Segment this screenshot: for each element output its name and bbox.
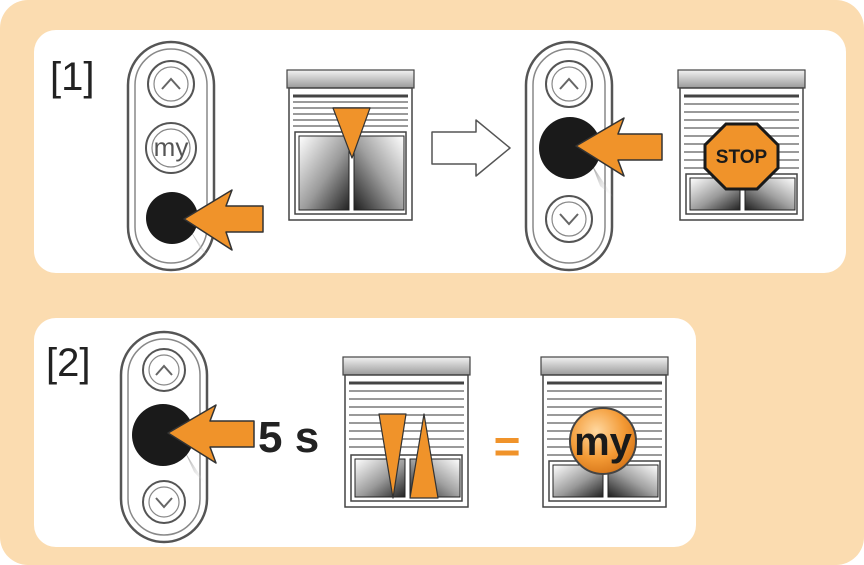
my-button[interactable]: my [146, 123, 196, 173]
my-button-label: my [154, 132, 189, 162]
equals-sign: = [494, 420, 521, 472]
my-badge-icon: my [570, 408, 636, 474]
step-1-label: [1] [50, 55, 94, 99]
up-button[interactable] [143, 349, 185, 391]
down-button[interactable] [143, 481, 185, 523]
remote-control-a: my [128, 42, 214, 270]
stop-sign-label: STOP [716, 147, 768, 168]
down-button[interactable] [546, 196, 592, 242]
step-2-label: [2] [46, 341, 90, 385]
up-button[interactable] [148, 61, 194, 107]
my-badge-label: my [574, 420, 633, 464]
window-shutter-jog [343, 357, 470, 507]
hold-duration-label: 5 s [258, 413, 319, 462]
up-button[interactable] [546, 61, 592, 107]
stop-sign-icon: STOP [705, 124, 778, 189]
